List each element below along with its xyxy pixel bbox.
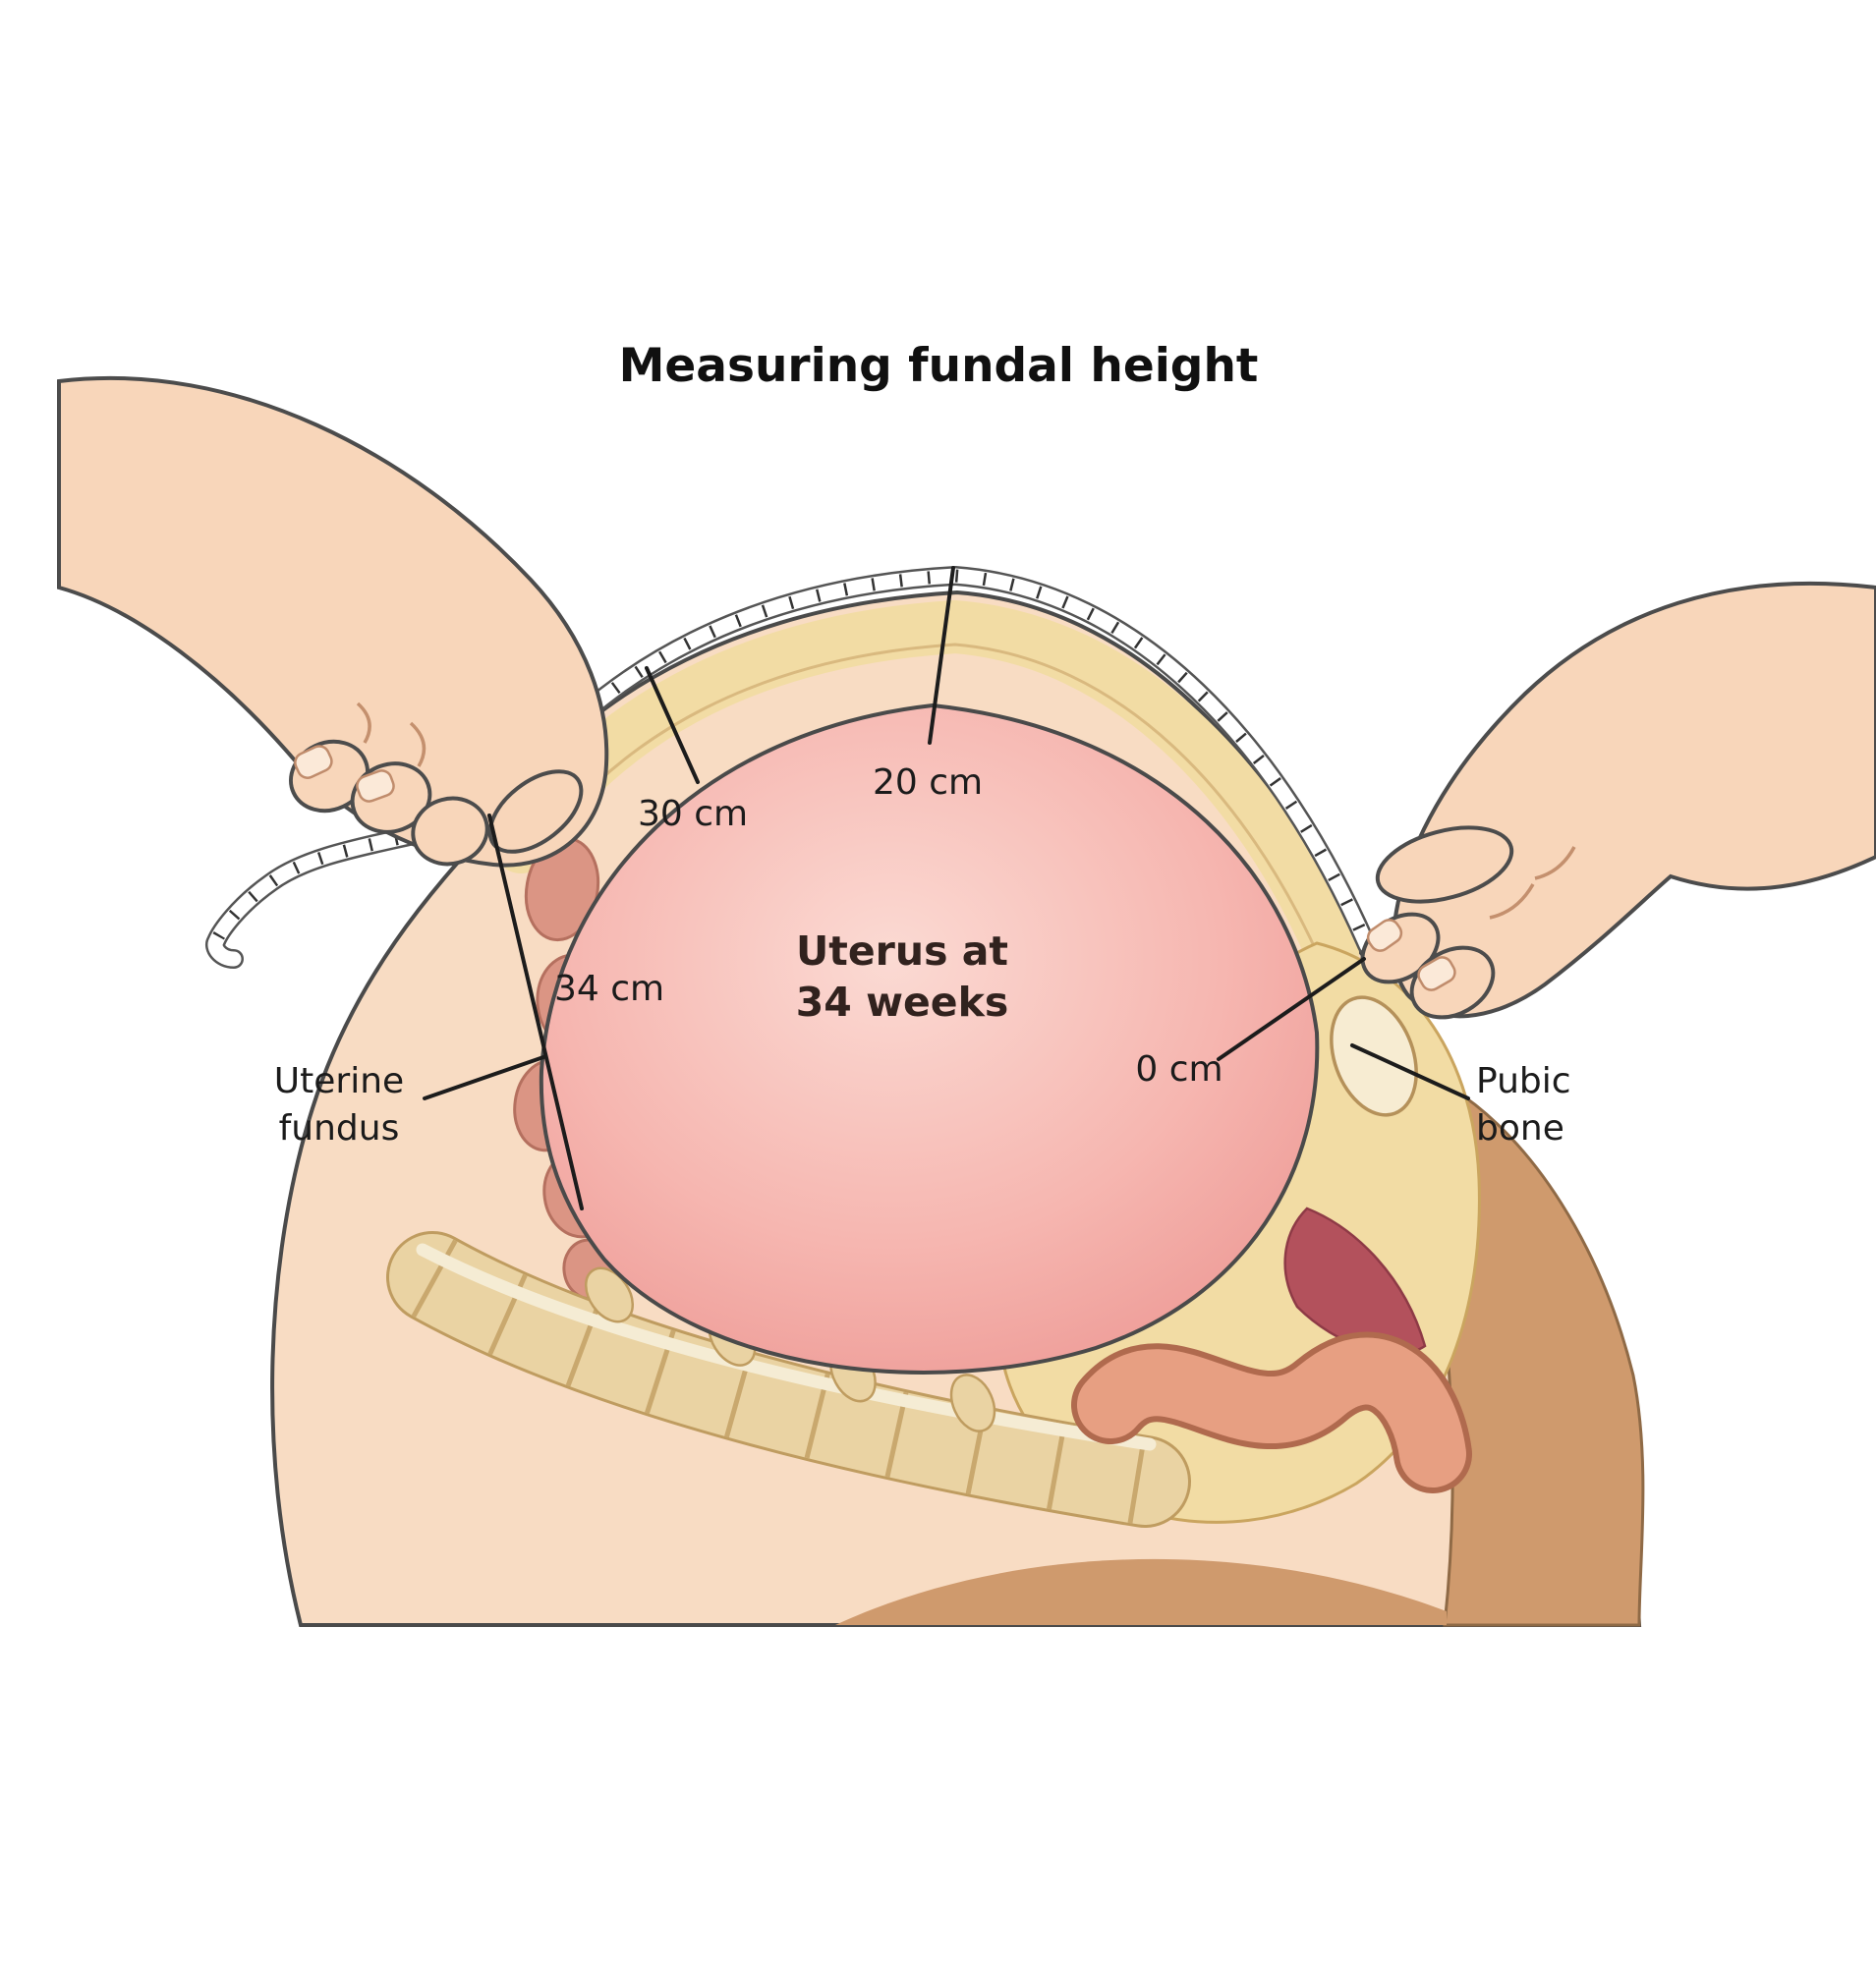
right-thumb [1375, 825, 1514, 904]
leader-line-uterine-fundus [423, 1055, 545, 1100]
pubic-bone-label-line1: Pubic [1476, 1061, 1571, 1101]
right-fingernail [1366, 919, 1403, 952]
leader-line-20cm [928, 566, 955, 745]
fat-layer [494, 599, 1359, 980]
lumbar-spine [386, 1231, 1191, 1528]
right-hand [1360, 581, 1876, 1020]
fat-layer-inner-line [529, 643, 1323, 962]
left-forearm [57, 375, 609, 868]
measurement-label-30cm: 30 cm [638, 794, 748, 834]
left-hand [57, 375, 609, 868]
left-fingernail [294, 745, 333, 779]
right-fingernail [1417, 956, 1456, 991]
left-finger [411, 796, 489, 867]
leader-line-34cm [487, 814, 584, 1210]
spinous-process [584, 1266, 635, 1323]
left-knuckle-crease [409, 721, 426, 767]
colon-body [1077, 1337, 1466, 1488]
leader-line-pubic-bone [1350, 1043, 1470, 1100]
measurement-label-34cm: 34 cm [554, 969, 664, 1009]
uterus-shape [539, 702, 1320, 1375]
tape-ribbon [489, 568, 1375, 953]
uterine-fundus-label-line2: fundus [279, 1108, 400, 1149]
measurement-label-0cm: 0 cm [1135, 1049, 1222, 1090]
right-knuckle-crease [1534, 846, 1576, 880]
right-knuckle-crease [1489, 883, 1535, 920]
uterus-label-line2: 34 weeks [796, 979, 1009, 1026]
spinal-canal [416, 1243, 1157, 1451]
leader-line-0cm [1217, 957, 1366, 1061]
leader-line-30cm [645, 666, 700, 784]
left-knuckle-crease [356, 702, 371, 744]
uterine-fundus-label-line1: Uterine [274, 1061, 404, 1101]
page-title: Measuring fundal height [619, 339, 1259, 393]
perineum-shading [835, 1558, 1447, 1625]
colon [1071, 1331, 1472, 1493]
left-thumb [487, 769, 584, 854]
spine-band [389, 1234, 1188, 1525]
measurement-label-20cm: 20 cm [873, 762, 983, 803]
left-fingernail [356, 769, 395, 803]
pubic-bone-label-line2: bone [1476, 1108, 1564, 1149]
uterus-label-line1: Uterus at [796, 927, 1008, 975]
spinous-process [949, 1374, 996, 1432]
